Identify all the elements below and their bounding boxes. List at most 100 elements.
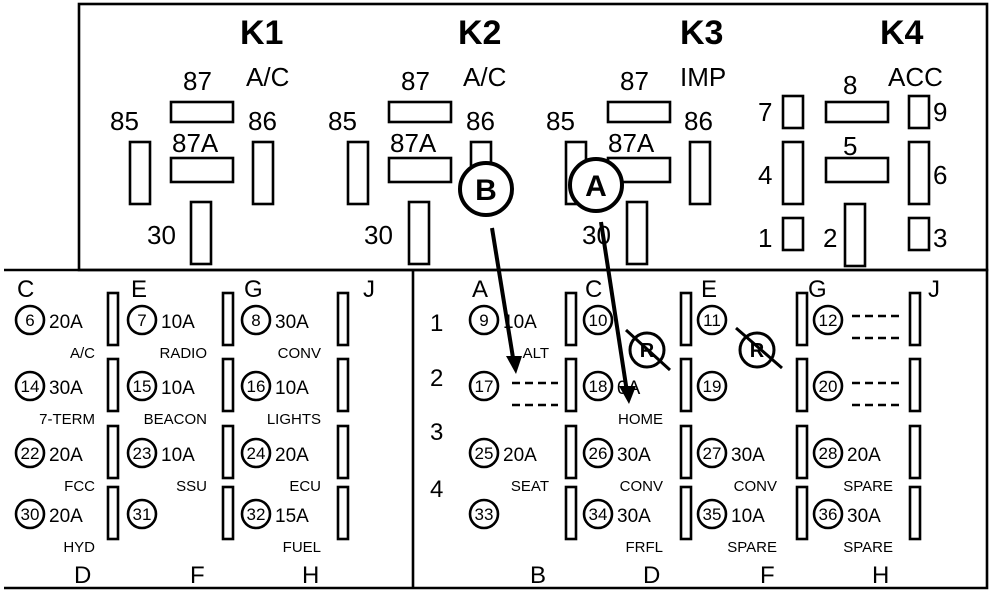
right-fuse-slot: [795, 424, 809, 480]
fuse-number: 34: [589, 505, 608, 524]
callout-b-label: B: [475, 174, 497, 207]
fuse-number-circle: [240, 498, 272, 530]
fuse-function: SEAT: [511, 478, 549, 495]
left-fuse-31[interactable]: 31: [126, 498, 158, 530]
fuse-number-circle: [240, 370, 272, 402]
fuse-number-circle: [468, 304, 500, 336]
fuse-function: RADIO: [159, 345, 207, 362]
fuse-function: FCC: [64, 478, 95, 495]
right-fuse-slot: [679, 424, 693, 480]
right-fuse-slot: [564, 357, 578, 413]
fuse-number-circle: [14, 498, 46, 530]
fuse-number: 24: [247, 444, 266, 463]
right-fuse-10[interactable]: 10: [582, 304, 614, 336]
fuse-number-circle: [468, 498, 500, 530]
left-col-j: J: [363, 276, 375, 303]
relay-k2-pin-86: 86: [466, 106, 495, 136]
right-fuse-grid: 910AALT10111217180AHOME19202520ASEAT2630…: [468, 291, 922, 556]
right-col-d: D: [643, 562, 660, 589]
relay-k2-pin-85: 85: [328, 106, 357, 136]
fuse-function: FUEL: [283, 539, 321, 556]
fuse-function: CONV: [620, 478, 663, 495]
fuse-amperage: 20A: [503, 445, 537, 466]
fuse-function: SPARE: [843, 478, 893, 495]
relay-k1-terminal-30: [189, 200, 213, 266]
fuse-amperage: 30A: [49, 378, 83, 399]
right-fuse-slot: [564, 485, 578, 541]
fuse-number-circle: [126, 498, 158, 530]
relay-k4-title: K4: [880, 14, 924, 52]
relay-k3-pin-85: 85: [546, 106, 575, 136]
fuse-number-circle: [582, 370, 614, 402]
right-fuse-12[interactable]: 12: [812, 304, 844, 336]
relay-k4-terminal-3: [907, 216, 931, 252]
relay-k4-terminal-9: [907, 94, 931, 130]
fuse-number-circle: [126, 304, 158, 336]
fuse-function: HOME: [618, 411, 663, 428]
right-col-b: B: [530, 562, 546, 589]
relay-k2-terminal-87: [387, 100, 453, 124]
fuse-function: HYD: [63, 539, 95, 556]
fuse-amperage: 30A: [731, 445, 765, 466]
right-row-3: 3: [430, 419, 443, 446]
frames: [4, 2, 989, 590]
fuse-amperage: 10A: [161, 312, 195, 333]
left-col-h: H: [302, 562, 319, 589]
right-fuse-slot: [795, 357, 809, 413]
relay-k2-function: A/C: [463, 62, 506, 92]
relay-k4-terminal-4: [781, 140, 805, 206]
right-fuse-slot: [679, 357, 693, 413]
relay-k3: K3 IMP 87 85 86 87A 30: [546, 14, 726, 266]
relay-k2-title: K2: [458, 14, 501, 52]
left-fuse-slot: [106, 424, 120, 480]
left-col-g: G: [244, 276, 263, 303]
fuse-number-circle: [126, 437, 158, 469]
relay-symbol-strike: [624, 328, 672, 372]
relay-symbol-strike: [735, 326, 783, 370]
relay-k4-pin-8: 8: [843, 70, 857, 100]
fuse-number: 32: [247, 505, 266, 524]
right-col-h: H: [872, 562, 889, 589]
relay-k1-pin-87: 87: [183, 66, 212, 96]
fuse-number: 26: [589, 444, 608, 463]
right-row-1: 1: [430, 310, 443, 337]
right-fuse-17[interactable]: 17: [468, 370, 500, 402]
right-fuse-slot: [908, 357, 922, 413]
right-fuse-20[interactable]: 20: [812, 370, 844, 402]
relay-k4-function: ACC: [888, 62, 943, 92]
fuse-number-circle: [812, 304, 844, 336]
right-fuse-33[interactable]: 33: [468, 498, 500, 530]
right-fuse-19[interactable]: 19: [696, 370, 728, 402]
left-fuse-slot: [106, 291, 120, 347]
fuse-number: 8: [251, 311, 260, 330]
fuse-number-circle: [812, 498, 844, 530]
right-fuse-11[interactable]: 11: [696, 304, 728, 336]
fuse-amperage: 20A: [49, 506, 83, 527]
relay-k4-terminal-8: [824, 100, 890, 124]
relay-k4-pin-3: 3: [933, 223, 947, 253]
relay-k1-terminal-85: [128, 140, 152, 206]
right-row-4: 4: [430, 476, 443, 503]
relay-k2-pin-30: 30: [364, 220, 393, 250]
